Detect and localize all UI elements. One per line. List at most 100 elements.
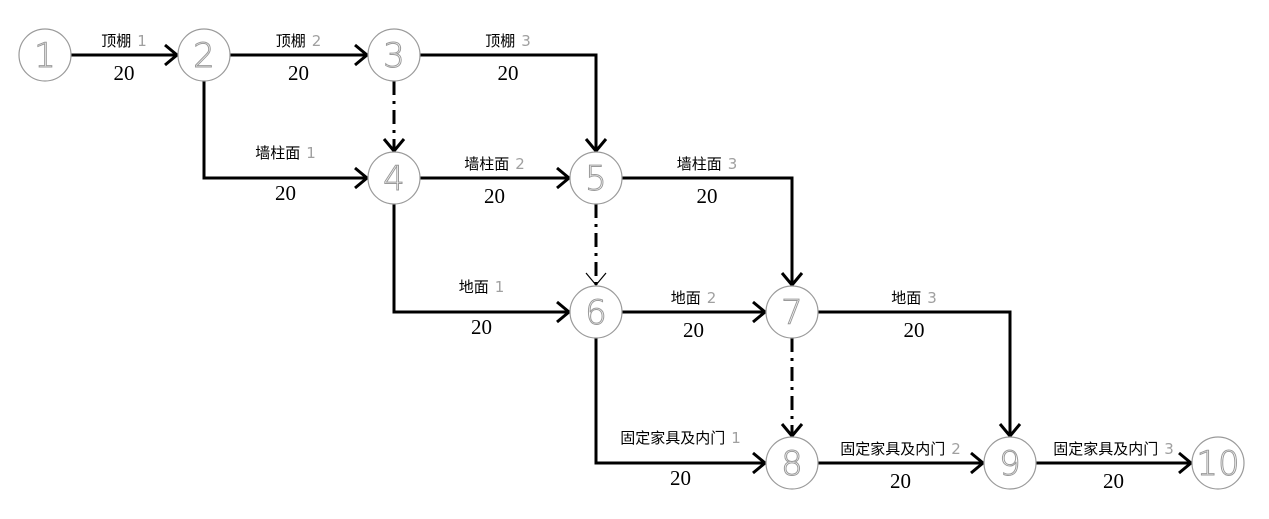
activity-name-label: 地面 2	[671, 289, 717, 307]
activity-duration: 20	[890, 469, 911, 493]
activity-name: 顶棚	[485, 32, 515, 50]
activity-name: 墙柱面	[464, 155, 509, 173]
node-1: 1	[18, 28, 72, 82]
activity-duration: 20	[275, 181, 296, 205]
edges-layer	[71, 43, 1194, 475]
node-7: 7	[765, 285, 819, 339]
arrowhead-icon	[556, 166, 572, 190]
activity-sequence: 1	[137, 32, 147, 50]
activity-8-9	[818, 451, 986, 475]
activity-name: 地面	[459, 278, 489, 296]
activity-duration: 20	[683, 318, 704, 342]
activity-name-label: 地面 1	[459, 278, 505, 296]
dummy-activity-7-8	[780, 338, 804, 439]
activity-duration: 20	[904, 318, 925, 342]
activity-sequence: 3	[1164, 440, 1174, 458]
activity-name-label: 墙柱面 2	[464, 155, 525, 173]
activity-arrow-line	[202, 81, 367, 180]
arrowhead-icon	[382, 138, 406, 154]
node-10: 10	[1191, 436, 1245, 490]
activity-sequence: 2	[515, 155, 525, 173]
activity-arrow-line	[818, 310, 1012, 436]
node-5: 5	[569, 151, 623, 205]
arrowhead-icon	[970, 451, 986, 475]
node-number: 9	[999, 444, 1021, 484]
arrowhead-icon	[752, 451, 768, 475]
activity-duration: 20	[114, 61, 135, 85]
activity-sequence: 1	[495, 278, 505, 296]
node-number: 5	[585, 159, 607, 199]
activity-sequence: 3	[927, 289, 937, 307]
node-number: 10	[1196, 444, 1239, 484]
activity-2-4	[202, 81, 370, 190]
dummy-activity-5-6	[585, 204, 607, 286]
activity-name: 地面	[671, 289, 701, 307]
node-circle	[367, 28, 421, 82]
node-3: 3	[367, 28, 421, 82]
activity-5-7	[622, 176, 804, 288]
activity-3-5	[420, 53, 608, 154]
activity-sequence: 2	[951, 440, 961, 458]
node-circle	[177, 28, 231, 82]
activity-sequence: 1	[306, 144, 316, 162]
activity-1-2	[71, 43, 180, 67]
activity-arrow-line	[392, 204, 569, 314]
node-6: 6	[569, 285, 623, 339]
activity-4-5	[420, 166, 572, 190]
node-circle	[765, 436, 819, 490]
arrowhead-icon	[780, 272, 804, 288]
node-number: 8	[781, 444, 803, 484]
activity-sequence: 3	[728, 155, 738, 173]
activity-sequence: 3	[521, 32, 531, 50]
arrowhead-icon	[998, 423, 1022, 439]
activity-6-8	[594, 338, 768, 475]
node-9: 9	[983, 436, 1037, 490]
activity-6-7	[622, 300, 768, 324]
activity-name: 顶棚	[101, 32, 131, 50]
activity-arrow-line	[420, 53, 598, 151]
activity-sequence: 2	[707, 289, 717, 307]
activity-name: 固定家具及内门	[1053, 440, 1158, 458]
arrowhead-icon	[1178, 451, 1194, 475]
arrowhead-icon	[585, 272, 607, 286]
activity-duration: 20	[697, 184, 718, 208]
activity-name-label: 顶棚 3	[485, 32, 531, 50]
arrowhead-icon	[556, 300, 572, 324]
node-circle	[569, 151, 623, 205]
activity-2-3	[230, 43, 370, 67]
arrowhead-icon	[354, 166, 370, 190]
activity-name: 顶棚	[276, 32, 306, 50]
node-2: 2	[177, 28, 231, 82]
activity-duration: 20	[484, 184, 505, 208]
activity-name-label: 顶棚 1	[101, 32, 147, 50]
arrowhead-icon	[780, 423, 804, 439]
dummy-activity-3-4	[382, 81, 406, 154]
arrowhead-icon	[752, 300, 768, 324]
node-circle	[765, 285, 819, 339]
node-circle	[367, 151, 421, 205]
activity-4-6	[392, 204, 572, 324]
node-number: 4	[383, 159, 405, 199]
node-number: 2	[193, 36, 215, 76]
nodes-layer: 1 2 3 4 5 6 7 8 9 10	[18, 28, 1245, 490]
activity-name-label: 固定家具及内门 2	[840, 440, 961, 458]
arrowhead-icon	[164, 43, 180, 67]
activity-name: 固定家具及内门	[840, 440, 945, 458]
node-4: 4	[367, 151, 421, 205]
node-8: 8	[765, 436, 819, 490]
activity-7-9	[818, 310, 1022, 439]
activity-9-10	[1036, 451, 1194, 475]
activity-arrow-line	[594, 338, 765, 465]
activity-sequence: 2	[312, 32, 322, 50]
activity-name: 墙柱面	[677, 155, 722, 173]
activity-duration: 20	[288, 61, 309, 85]
node-number: 6	[585, 293, 607, 333]
activity-name-label: 墙柱面 3	[677, 155, 738, 173]
activity-name-label: 顶棚 2	[276, 32, 322, 50]
arrowhead-icon	[354, 43, 370, 67]
